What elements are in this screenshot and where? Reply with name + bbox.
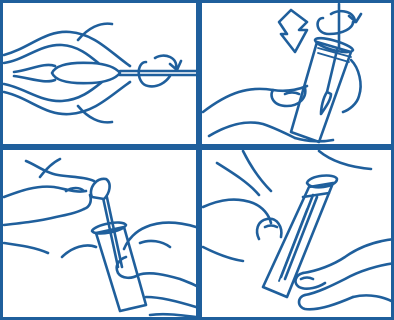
insert-swab-into-tube-icon (199, 0, 394, 147)
panel-insert-swab (199, 0, 394, 147)
break-swab-shaft-icon (199, 147, 394, 320)
hold-tube-with-swab-icon (0, 147, 199, 320)
swab-in-nostril-rotate-icon (0, 0, 199, 147)
panel-break-swab (199, 147, 394, 320)
panel-hold-tube (0, 147, 199, 320)
panel-swab-rotate (0, 0, 199, 147)
